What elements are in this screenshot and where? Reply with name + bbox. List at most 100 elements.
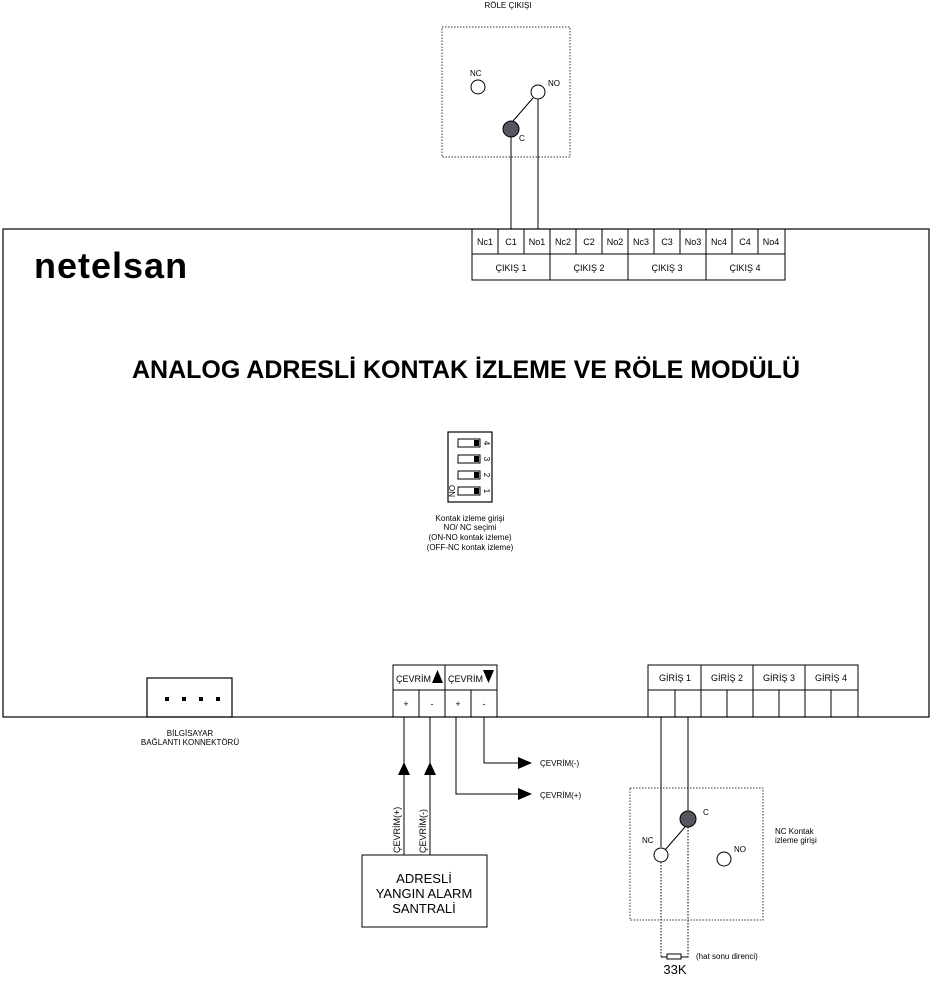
terminal-label: Nc1 xyxy=(477,237,493,247)
dip-caption-line: (ON-NO kontak izleme) xyxy=(428,533,511,542)
dip-caption-line: (OFF-NC kontak izleme) xyxy=(427,543,514,552)
nc-contact-box xyxy=(629,787,764,921)
relay-no-terminal xyxy=(530,84,546,100)
panel-label-line: ADRESLİ xyxy=(396,871,452,886)
output-group-label: ÇIKIŞ 2 xyxy=(573,263,604,273)
terminal-label: No1 xyxy=(529,237,546,247)
terminal-label: Nc3 xyxy=(633,237,649,247)
connector-pin xyxy=(182,697,186,701)
dip-lever xyxy=(457,486,481,496)
fire-alarm-panel: ADRESLİ YANGIN ALARM SANTRALİ xyxy=(361,854,488,928)
up-triangle-icon xyxy=(432,670,443,683)
terminal-label: C1 xyxy=(505,237,517,247)
dip-lever-knob xyxy=(474,472,479,478)
loop-in-minus-label: ÇEVRİM(-) xyxy=(418,809,428,853)
relay-no-label: NO xyxy=(548,79,560,88)
dip-number: 4 xyxy=(482,441,491,446)
relay-output: RÖLE ÇIKIŞI NC NO C xyxy=(441,1,571,229)
pc-connector-label: BİLGİSAYAR xyxy=(167,729,214,738)
resistor-value: 33K xyxy=(663,962,686,977)
terminal-label: Nc2 xyxy=(555,237,571,247)
panel-label-line: SANTRALİ xyxy=(392,901,456,916)
right-arrow-icon xyxy=(518,757,532,769)
loop-pin-label: + xyxy=(403,699,408,709)
nc-c-label: C xyxy=(703,808,709,817)
output-group-label: ÇIKIŞ 4 xyxy=(729,263,760,273)
resistor-icon xyxy=(666,953,682,960)
loop-in-plus-label: ÇEVRİM(+) xyxy=(392,807,402,853)
output-terminal-cells xyxy=(497,229,759,280)
nc-contact-caption: izleme girişi xyxy=(775,836,817,845)
dip-number: 1 xyxy=(482,489,491,494)
dip-switch: ON 4 3 2 1 Kontak izleme girişi NO/ NC s… xyxy=(427,431,514,552)
terminal-label: C2 xyxy=(583,237,595,247)
terminal-label: No2 xyxy=(607,237,624,247)
panel-label-line: YANGIN ALARM xyxy=(376,886,473,901)
relay-c-label: C xyxy=(519,134,525,143)
input-group-label: GİRİŞ 3 xyxy=(763,673,795,683)
module-title: ANALOG ADRESLİ KONTAK İZLEME VE RÖLE MOD… xyxy=(132,355,800,384)
terminal-label: No3 xyxy=(685,237,702,247)
dip-lever xyxy=(457,454,481,464)
nc-contact-caption: NC Kontak xyxy=(775,827,815,836)
loop-out-header: ÇEVRİM xyxy=(448,674,483,684)
input-group-label: GİRİŞ 4 xyxy=(815,673,847,683)
dip-caption-line: NO/ NC seçimi xyxy=(444,523,497,532)
pc-connector: BİLGİSAYAR BAĞLANTI KONNEKTÖRÜ xyxy=(141,677,239,747)
dip-number: 2 xyxy=(482,473,491,478)
dip-lever xyxy=(457,470,481,480)
dip-switch-levers xyxy=(457,438,481,496)
dip-lever-knob xyxy=(474,456,479,462)
dip-on-label: ON xyxy=(447,485,456,497)
up-arrow-icon xyxy=(424,762,436,775)
pc-connector-label: BAĞLANTI KONNEKTÖRÜ xyxy=(141,738,239,747)
relay-switch-arm xyxy=(512,97,534,122)
nc-common-terminal xyxy=(679,810,697,828)
relay-output-label: RÖLE ÇIKIŞI xyxy=(484,1,531,10)
terminal-label: No4 xyxy=(763,237,780,247)
loop-in-header: ÇEVRİM xyxy=(396,674,431,684)
output-group-label: ÇIKIŞ 1 xyxy=(495,263,526,273)
nc-nc-label: NC xyxy=(642,836,654,845)
up-arrow-icon xyxy=(398,762,410,775)
output-group-label: ÇIKIŞ 3 xyxy=(651,263,682,273)
no-terminal xyxy=(716,851,732,867)
loop-terminal-block: ÇEVRİM ÇEVRİM + - + - xyxy=(392,664,498,718)
loop-pin-label: - xyxy=(483,699,486,709)
dip-lever xyxy=(457,438,481,448)
brand-logo-text: netelsan xyxy=(34,245,188,286)
loop-pin-label: + xyxy=(455,699,460,709)
terminal-label: Nc4 xyxy=(711,237,727,247)
relay-nc-label: NC xyxy=(470,69,482,78)
input-group-label: GİRİŞ 2 xyxy=(711,673,743,683)
output-terminal-block: Nc1 C1 No1 Nc2 C2 No2 Nc3 C3 No3 Nc4 C4 … xyxy=(471,228,786,281)
down-triangle-icon xyxy=(483,670,494,683)
loop-pin-label: - xyxy=(431,699,434,709)
loop-out-minus-wire xyxy=(483,717,520,764)
dip-switch-body xyxy=(447,431,493,503)
netelsan-logo: netelsan xyxy=(34,245,188,286)
connector-pin xyxy=(165,697,169,701)
nc-terminal xyxy=(653,847,669,863)
relay-output-box xyxy=(441,26,571,158)
connector-pin xyxy=(199,697,203,701)
loop-wiring: ÇEVRİM(+) ÇEVRİM(-) ÇEVRİM(-) ÇEVRİM(+) xyxy=(392,717,581,855)
terminal-label: C3 xyxy=(661,237,673,247)
dip-caption-line: Kontak izleme girişi xyxy=(436,514,505,523)
pc-connector-body xyxy=(146,677,233,718)
relay-nc-terminal xyxy=(470,79,486,95)
connector-pin xyxy=(216,697,220,701)
relay-common-terminal xyxy=(502,120,520,138)
loop-out-plus-label: ÇEVRİM(+) xyxy=(540,791,581,800)
dip-lever-knob xyxy=(474,440,479,446)
dip-number: 3 xyxy=(482,457,491,462)
loop-out-plus-wire xyxy=(455,717,520,795)
right-arrow-icon xyxy=(518,788,532,800)
nc-switch-arm xyxy=(664,826,686,851)
panel-box xyxy=(361,854,488,928)
nc-no-label: NO xyxy=(734,845,746,854)
terminal-label: C4 xyxy=(739,237,751,247)
dip-lever-knob xyxy=(474,488,479,494)
input-group-label: GİRİŞ 1 xyxy=(659,673,691,683)
